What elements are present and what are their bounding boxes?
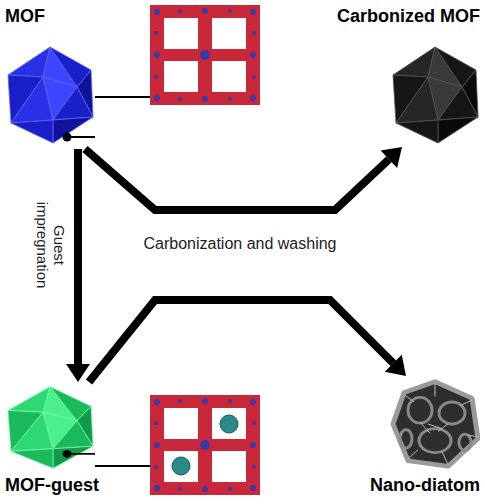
process-arrow: [66, 149, 90, 382]
leader-line: [95, 96, 150, 98]
crystal-shape: [5, 385, 95, 470]
node-title: Carbonized MOF: [337, 5, 480, 27]
process-arrow: [85, 147, 402, 210]
process-arrow: [89, 300, 406, 382]
crystal-shape: [390, 45, 480, 145]
nano-diatom-cage: Nano-diatom: [370, 378, 480, 496]
framework-structure: [150, 5, 260, 105]
leader-line: [95, 465, 150, 467]
crystal-shape: [390, 378, 480, 470]
node-title: Nano-diatom: [370, 474, 480, 496]
node-title: MOF-guest: [5, 474, 99, 496]
mof-guest-crystal: MOF-guest: [5, 385, 99, 496]
framework-structure: [150, 395, 260, 495]
crystal-shape: [5, 45, 95, 145]
carbonized-crystal: Carbonized MOF: [337, 5, 480, 145]
edge-label: Guest impregnation: [34, 193, 68, 297]
node-title: MOF: [5, 5, 45, 27]
mof-crystal: MOF: [5, 5, 95, 145]
process-note: Carbonization and washing: [130, 234, 350, 254]
